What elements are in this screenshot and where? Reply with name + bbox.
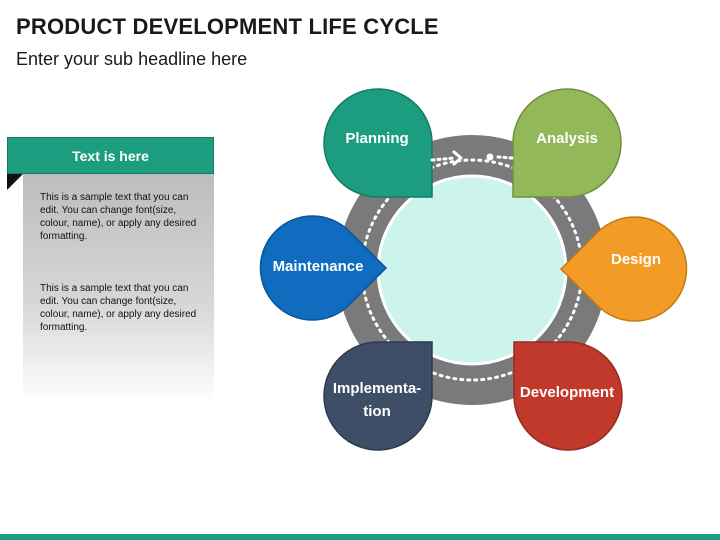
stage-maintenance-shape — [259, 215, 388, 321]
flow-arrow-icon — [430, 150, 514, 166]
cycle-center — [376, 174, 568, 366]
page-title: PRODUCT DEVELOPMENT LIFE CYCLE — [16, 14, 439, 39]
stage-analysis-label: Analysis — [536, 130, 598, 147]
bottom-accent-bar — [0, 534, 720, 540]
stage-design-label: Design — [611, 251, 661, 268]
stage-implementation-shape — [323, 341, 433, 451]
stage-implementation-label-line1: Implementa- — [333, 380, 421, 397]
side-panel-body — [23, 174, 214, 404]
side-panel-header: Text is here — [7, 137, 214, 174]
stage-implementation-label-line2: tion — [363, 403, 391, 420]
stage-planning-shape — [323, 88, 433, 198]
page-subtitle: Enter your sub headline here — [16, 49, 248, 69]
stage-planning-label: Planning — [345, 130, 408, 147]
stage-development-label: Development — [520, 384, 614, 401]
stage-analysis-shape — [512, 88, 622, 198]
side-panel-text-2: This is a sample text that you can edit.… — [40, 283, 197, 333]
side-panel-text-1: This is a sample text that you can edit.… — [40, 192, 197, 242]
stage-development-shape — [513, 341, 623, 451]
stage-maintenance-label: Maintenance — [273, 258, 364, 275]
stage-design-shape — [559, 216, 688, 322]
